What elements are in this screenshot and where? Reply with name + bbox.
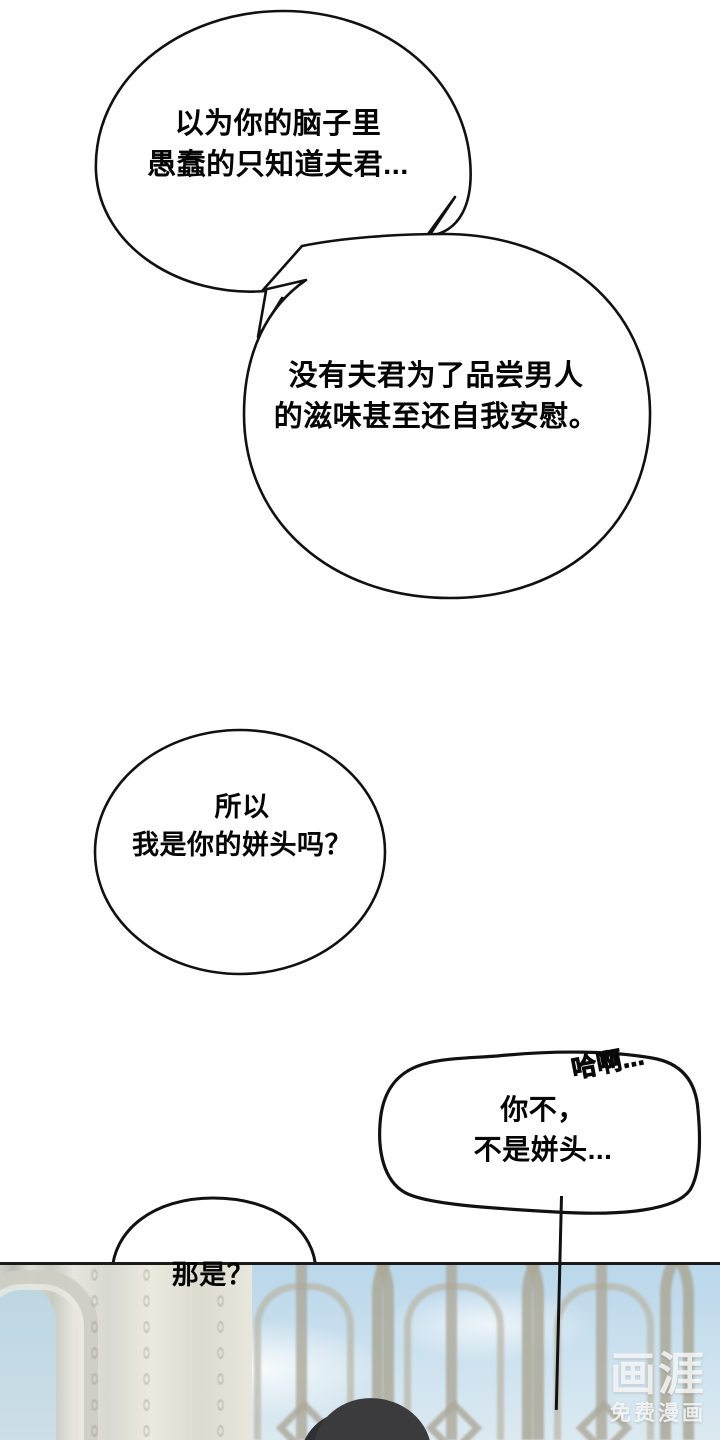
bubble-3-text: 所以 我是你的姘头吗？ xyxy=(132,792,352,861)
artwork-panel: 画涯 免费漫画 xyxy=(0,1262,720,1440)
panel-border-line xyxy=(0,1262,720,1265)
bubble-5-text: 那是？ xyxy=(171,1260,255,1290)
window-arch xyxy=(372,1262,544,1440)
wall-arch xyxy=(0,1270,98,1440)
bubble-2-text: 没有夫君为了品尝男人 的滋味甚至还自我安慰。 xyxy=(273,360,599,434)
hanging-chain xyxy=(140,1262,153,1440)
window-arch xyxy=(522,1262,694,1440)
watermark-main-text: 画涯 xyxy=(610,1348,706,1400)
watermark: 画涯 免费漫画 xyxy=(610,1351,706,1424)
window-mullion xyxy=(446,1262,457,1440)
stone-wall xyxy=(0,1262,252,1440)
bubble-1-text: 以为你的脑子里 愚蠢的只知道夫君... xyxy=(147,108,409,182)
window-arch xyxy=(660,1262,720,1440)
window-mullion xyxy=(296,1262,307,1440)
watermark-sub-text: 免费漫画 xyxy=(610,1402,706,1425)
window-mullion xyxy=(596,1262,607,1440)
hanging-chain xyxy=(88,1262,101,1440)
bubble-4-text: 你不， 不是姘头... xyxy=(473,1094,613,1165)
hanging-chain xyxy=(214,1262,227,1440)
sfx-breath-text: 哈啊... xyxy=(569,1042,647,1084)
